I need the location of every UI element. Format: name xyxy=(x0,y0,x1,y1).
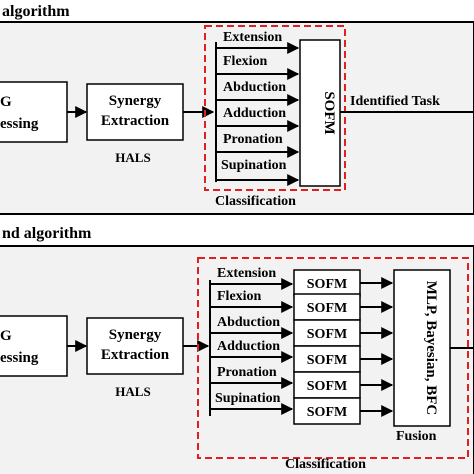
bottom-task-supination: Supination xyxy=(215,391,281,406)
bottom-synergy-box: Synergy Extraction xyxy=(86,317,184,375)
top-task-adduction: Adduction xyxy=(223,106,286,121)
bottom-hals-label: HALS xyxy=(115,384,150,399)
top-synergy-box: Synergy Extraction xyxy=(86,83,184,141)
bottom-classification-border xyxy=(197,257,469,459)
top-heading: algorithm xyxy=(2,3,70,20)
bottom-task-adduction: Adduction xyxy=(217,339,280,354)
top-task-extension: Extension xyxy=(223,30,282,45)
bottom-sofm-label-1: SOFM xyxy=(307,277,347,292)
bottom-sofm-box-1: SOFM xyxy=(293,269,361,297)
top-task-flexion: Flexion xyxy=(223,54,268,69)
top-task-pronation: Pronation xyxy=(223,132,283,147)
bottom-task-pronation: Pronation xyxy=(217,365,277,380)
top-classification-border xyxy=(204,25,346,191)
bottom-task-abduction: Abduction xyxy=(217,315,280,330)
bottom-sofm-label-2: SOFM xyxy=(307,301,347,316)
top-preprocessing-line2: essing xyxy=(0,116,39,132)
top-identified-task: Identified Task xyxy=(350,94,440,109)
bottom-preprocessing-line2: essing xyxy=(0,350,39,366)
bottom-sofm-box-3: SOFM xyxy=(293,319,361,347)
bottom-fusion-box: MLP, Bayesian, BFC xyxy=(393,269,451,427)
bottom-synergy-line2: Extraction xyxy=(101,347,170,363)
top-classification-label: Classification xyxy=(215,194,296,209)
bottom-sofm-box-4: SOFM xyxy=(293,345,361,373)
bottom-classification-label: Classification xyxy=(285,457,366,472)
bottom-sofm-label-5: SOFM xyxy=(307,379,347,394)
bottom-sofm-box-6: SOFM xyxy=(293,397,361,425)
bottom-sofm-label-4: SOFM xyxy=(307,353,347,368)
bottom-sofm-label-6: SOFM xyxy=(307,405,347,420)
bottom-synergy-line1: Synergy xyxy=(109,327,162,343)
top-hals-label: HALS xyxy=(115,150,150,165)
bottom-task-extension: Extension xyxy=(217,266,276,281)
top-sofm-box: SOFM xyxy=(299,39,341,187)
top-synergy-line2: Extraction xyxy=(101,113,170,129)
bottom-heading: nd algorithm xyxy=(2,225,92,242)
bottom-fusion-label: Fusion xyxy=(396,429,437,444)
top-preprocessing-line1: G xyxy=(0,94,12,110)
bottom-preprocessing-box: G essing xyxy=(0,315,68,377)
top-synergy-line1: Synergy xyxy=(109,93,162,109)
top-sofm-label: SOFM xyxy=(321,91,337,134)
bottom-task-flexion: Flexion xyxy=(217,289,262,304)
bottom-sofm-box-2: SOFM xyxy=(293,293,361,321)
bottom-sofm-box-5: SOFM xyxy=(293,371,361,399)
top-preprocessing-box: G essing xyxy=(0,81,68,143)
bottom-fusion-box-label: MLP, Bayesian, BFC xyxy=(423,281,439,415)
bottom-preprocessing-line1: G xyxy=(0,328,12,344)
top-task-supination: Supination xyxy=(221,158,287,173)
top-task-abduction: Abduction xyxy=(223,80,286,95)
top-panel xyxy=(0,21,474,215)
bottom-sofm-label-3: SOFM xyxy=(307,327,347,342)
